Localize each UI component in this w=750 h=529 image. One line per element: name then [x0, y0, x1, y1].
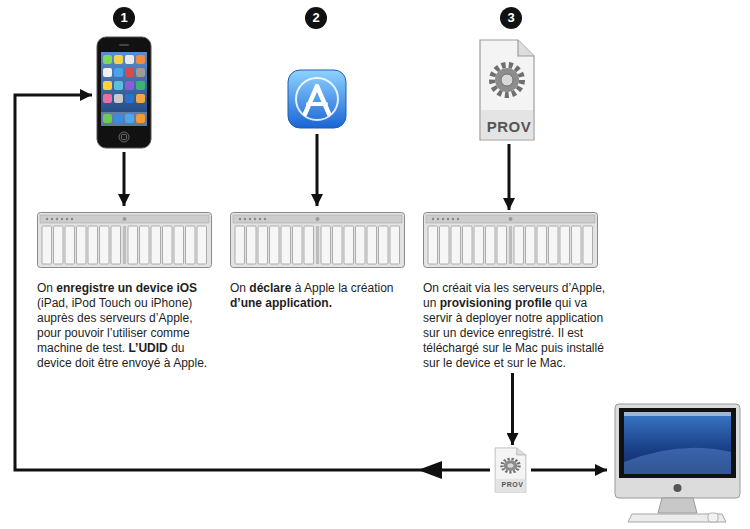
bold-word: device [136, 281, 173, 295]
iphone-illustration [97, 37, 151, 148]
file-label: PROV [478, 118, 540, 135]
app-store-icon [288, 70, 346, 128]
bold-word: iOS [176, 281, 197, 295]
provisioning-file-node: PROV [478, 38, 540, 142]
file-label: PROV [494, 480, 531, 489]
server-node: On créait via les serveurs d’Apple, un p… [423, 212, 609, 371]
bold-word: profile [515, 296, 552, 310]
server-illustration [423, 212, 598, 268]
step-description: On enregistre un device iOS (iPad, iPod … [37, 281, 215, 371]
server-node: On déclare à Apple la création d’une app… [230, 212, 408, 311]
callout-number: 2 [305, 7, 327, 29]
bold-word: application. [265, 296, 332, 310]
provisioning-file-node: PROV [494, 447, 531, 493]
step-description: On créait via les serveurs d’Apple, un p… [423, 281, 609, 371]
bold-word: d’une [230, 296, 262, 310]
return-arrowhead [418, 461, 442, 479]
flow-arrow [508, 144, 511, 210]
server-illustration [37, 212, 212, 268]
bold-word: L’UDID [128, 341, 167, 355]
bold-word: déclare [249, 281, 291, 295]
callout-number: 1 [113, 7, 135, 29]
flow-arrow [511, 373, 514, 445]
callout-number: 3 [500, 7, 522, 29]
imac-illustration [615, 404, 740, 522]
step-description: On déclare à Apple la création d’une app… [230, 281, 408, 311]
bold-word: provisioning [440, 296, 512, 310]
bold-word: enregistre [56, 281, 114, 295]
bold-word: un [118, 281, 133, 295]
server-illustration [230, 212, 405, 268]
server-node: On enregistre un device iOS (iPad, iPod … [37, 212, 215, 371]
